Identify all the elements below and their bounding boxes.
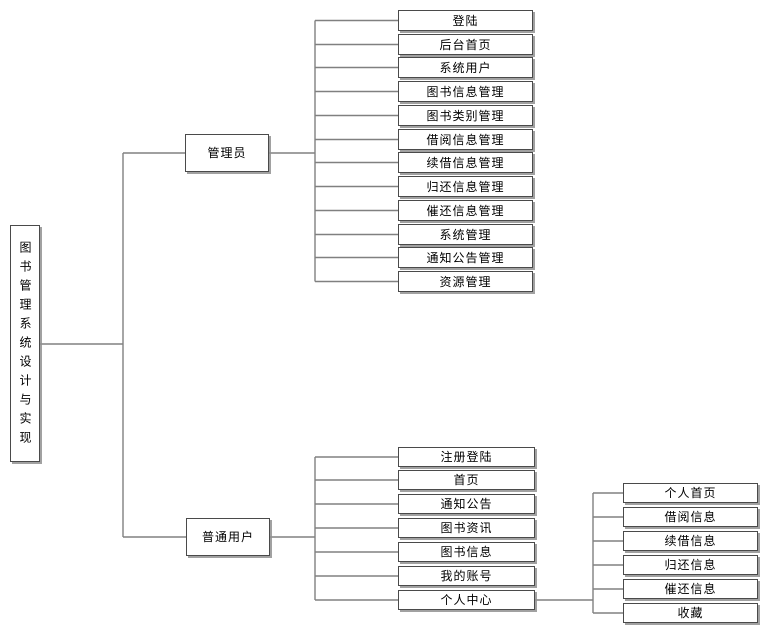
node-user: 普通用户 [186, 518, 270, 556]
node-personal-center: 个人中心 [398, 590, 535, 610]
node-login: 登陆 [398, 10, 533, 31]
node-personal-home: 个人首页 [623, 483, 758, 503]
node-system-mgmt: 系统管理 [398, 224, 533, 245]
node-return-info: 归还信息 [623, 555, 758, 575]
node-reminder-info-mgmt: 催还信息管理 [398, 200, 533, 221]
node-notice-mgmt: 通知公告管理 [398, 247, 533, 268]
node-favorites: 收藏 [623, 603, 758, 623]
node-book-info-mgmt: 图书信息管理 [398, 81, 533, 102]
node-renew-info-mgmt: 续借信息管理 [398, 152, 533, 173]
node-book-category-mgmt: 图书类别管理 [398, 105, 533, 126]
node-reminder-info: 催还信息 [623, 579, 758, 599]
node-renew-info: 续借信息 [623, 531, 758, 551]
node-borrow-info: 借阅信息 [623, 507, 758, 527]
node-root-title: 图书管理系统设计与实现 [10, 225, 40, 462]
node-book-news: 图书资讯 [398, 518, 535, 538]
node-book-info: 图书信息 [398, 542, 535, 562]
node-system-user: 系统用户 [398, 57, 533, 78]
node-backend-home: 后台首页 [398, 34, 533, 55]
node-my-account: 我的账号 [398, 566, 535, 586]
node-borrow-info-mgmt: 借阅信息管理 [398, 129, 533, 150]
node-home: 首页 [398, 470, 535, 490]
node-register-login: 注册登陆 [398, 447, 535, 467]
node-notice: 通知公告 [398, 494, 535, 514]
node-return-info-mgmt: 归还信息管理 [398, 176, 533, 197]
node-resource-mgmt: 资源管理 [398, 271, 533, 292]
node-admin: 管理员 [185, 134, 269, 172]
